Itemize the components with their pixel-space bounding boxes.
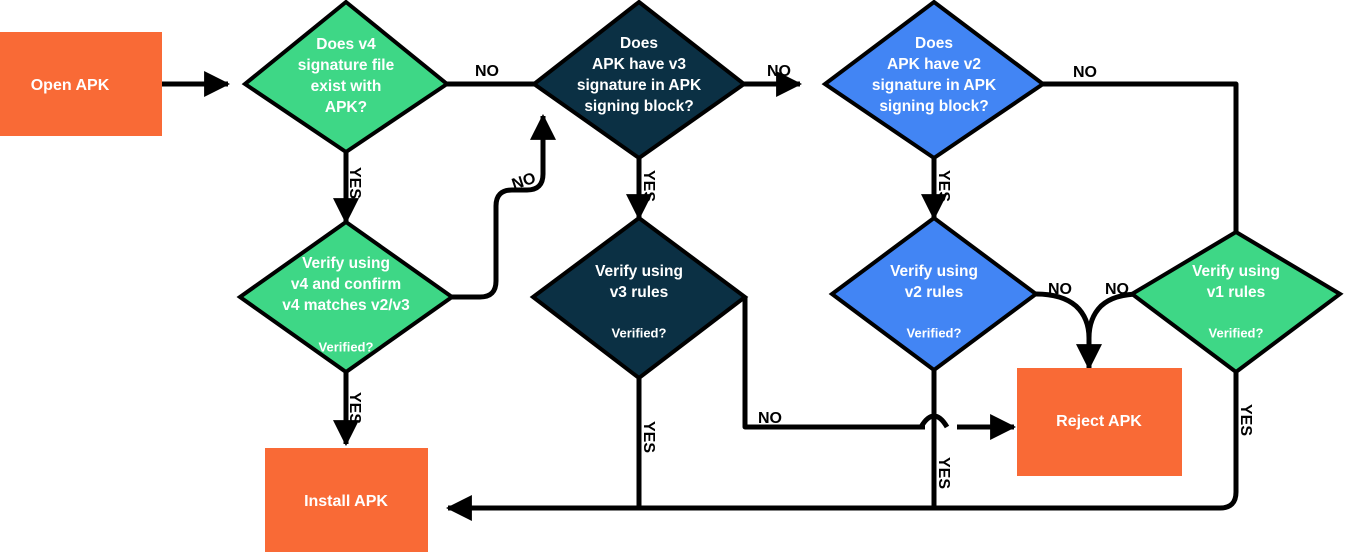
v4-exists-diamond[interactable] <box>241 0 451 155</box>
edge-label-v2present-no: NO <box>1073 64 1097 81</box>
edge-label-verifyv1-no: NO <box>1105 281 1129 298</box>
v3-present-diamond[interactable] <box>530 0 748 161</box>
node-verify-v2[interactable]: Verify using v2 rules Verified? <box>828 215 1040 373</box>
node-verify-v4[interactable]: Verify using v4 and confirm v4 matches v… <box>236 219 456 375</box>
verify-v4-diamond[interactable] <box>236 219 456 375</box>
edge-label-verifyv2-no: NO <box>1048 281 1072 298</box>
install-apk-box[interactable] <box>265 448 428 552</box>
edge-label-verifyv4-no: NO <box>510 170 538 194</box>
edge-verifyv1-no <box>1086 291 1141 339</box>
edge-label-v3present-no: NO <box>767 63 791 80</box>
edge-label-verifyv2-yes: YES <box>935 457 952 489</box>
edge-label-v4exists-no: NO <box>475 63 499 80</box>
edge-verifyv3-no-seg1 <box>742 297 925 430</box>
reject-apk-box[interactable] <box>1017 368 1182 476</box>
edge-verifyv2-no <box>1035 291 1102 371</box>
verify-v1-diamond[interactable] <box>1128 229 1344 375</box>
edge-verifyv1-yes <box>445 372 1239 521</box>
node-verify-v3[interactable]: Verify using v3 rules Verified? <box>529 215 749 381</box>
edge-label-verifyv3-no: NO <box>758 410 782 427</box>
edge-label-v2present-yes: YES <box>935 170 952 202</box>
edge-label-verifyv4-yes: YES <box>346 392 363 424</box>
node-v2-signature-present[interactable]: Does APK have v2 signature in APK signin… <box>821 0 1047 161</box>
line-hop-crossing <box>918 413 950 429</box>
edge-label-verifyv3-yes: YES <box>640 421 657 453</box>
verify-v2-diamond[interactable] <box>828 215 1040 373</box>
edge-v2present-no <box>1043 81 1239 232</box>
node-open-apk[interactable]: Open APK <box>0 32 162 136</box>
edges-layer <box>162 71 1239 521</box>
node-install-apk[interactable]: Install APK <box>265 448 428 552</box>
node-v4-signature-exists[interactable]: Does v4 signature file exist with APK? <box>241 0 451 155</box>
node-v3-signature-present[interactable]: Does APK have v3 signature in APK signin… <box>530 0 748 161</box>
open-apk-box[interactable] <box>0 32 162 136</box>
edge-verifyv4-no <box>452 113 556 300</box>
edge-labels-layer: NO YES NO YES NO YES NO YES NO YES NO YE… <box>346 63 1254 489</box>
edge-label-v4exists-yes: YES <box>346 167 363 199</box>
edge-label-v3present-yes: YES <box>640 170 657 202</box>
node-verify-v1[interactable]: Verify using v1 rules Verified? <box>1128 229 1344 375</box>
edge-label-verifyv1-yes: YES <box>1237 404 1254 436</box>
verify-v3-diamond[interactable] <box>529 215 749 381</box>
node-reject-apk[interactable]: Reject APK <box>1017 368 1182 476</box>
v2-present-diamond[interactable] <box>821 0 1047 161</box>
